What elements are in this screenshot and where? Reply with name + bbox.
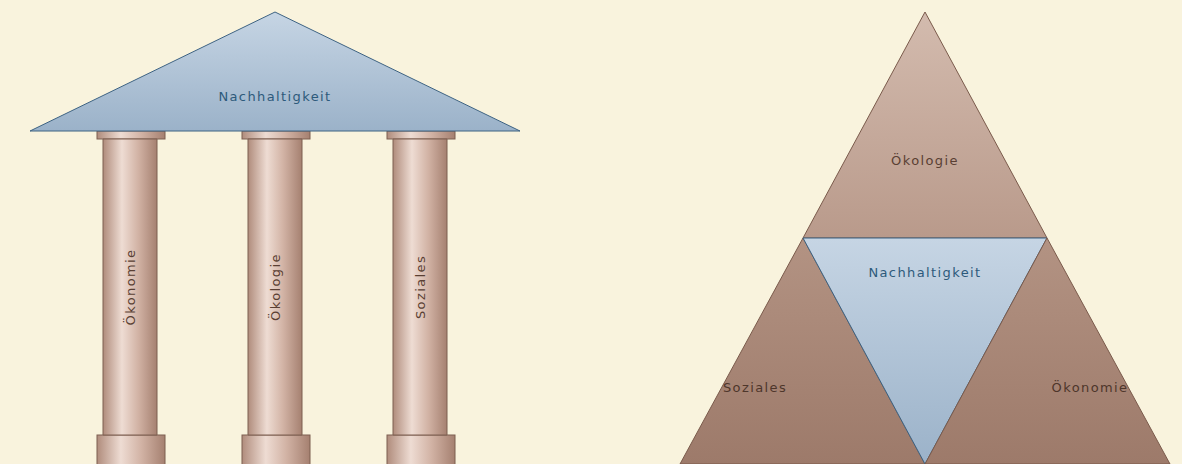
pillar-shaft: Ökonomie: [103, 139, 157, 435]
pillar-capital: [242, 131, 310, 139]
triangle-segment-shape: [925, 238, 1170, 464]
node-label: Ökologie: [269, 253, 282, 321]
pillar-base: [387, 435, 455, 464]
node-label: Ökonomie: [124, 249, 137, 326]
triangle-segment: Ökologie: [803, 12, 1047, 238]
pillar-shaft-shape: [103, 139, 157, 435]
pillar-bases: [97, 435, 455, 464]
node-label: Nachhaltigkeit: [868, 266, 981, 279]
pillar-base: [97, 435, 165, 464]
triangle-segment-outline: [925, 238, 1170, 464]
pillar-capital: [97, 131, 165, 139]
pillar-shaft: Ökologie: [248, 139, 302, 435]
node-label: Soziales: [414, 255, 427, 319]
triangle-segment-outline: [803, 12, 1047, 238]
roof-triangle-outline: [30, 12, 520, 131]
pillar-shaft-shape: [393, 139, 447, 435]
pillar-base: [242, 435, 310, 464]
pillar-capital: [387, 131, 455, 139]
roof-triangle: Nachhaltigkeit: [30, 12, 520, 131]
node-label: Nachhaltigkeit: [218, 90, 331, 103]
node-label: Ökologie: [891, 154, 959, 167]
roof-triangle-shape: [30, 12, 520, 131]
node-label: Ökonomie: [1052, 381, 1129, 394]
pillar-shaft-shape: [248, 139, 302, 435]
pillar-capitals: [97, 131, 455, 139]
pillar-shaft: Soziales: [393, 139, 447, 435]
node-label: Soziales: [723, 381, 787, 394]
triangle-segment: Ökonomie: [925, 238, 1170, 464]
triangle-segment-shape: [803, 12, 1047, 238]
